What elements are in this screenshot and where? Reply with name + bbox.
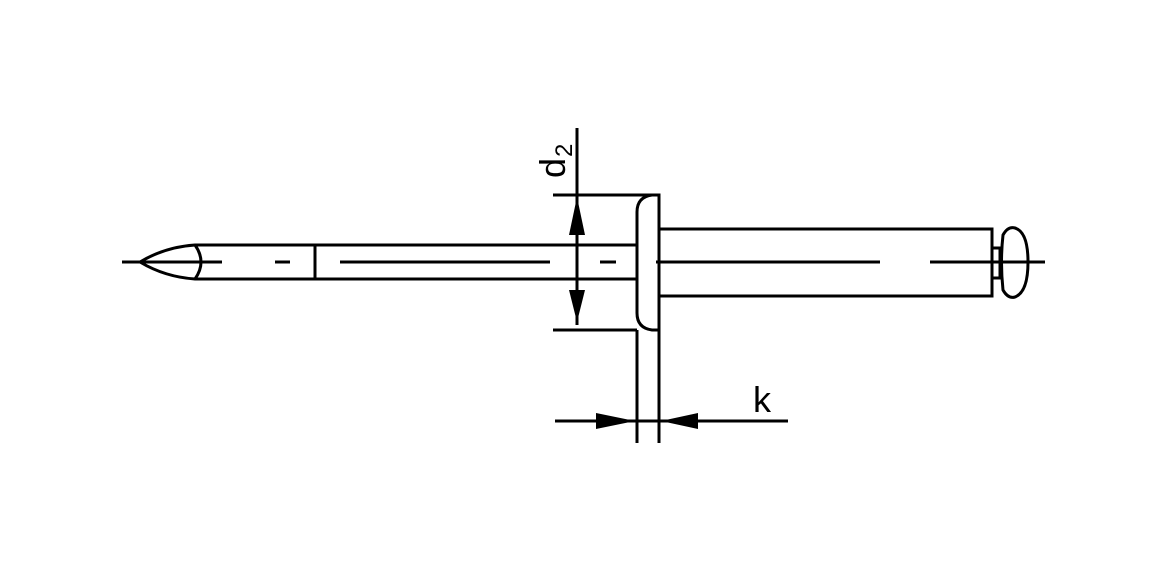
arrow-right-icon [596,413,635,429]
mandrel-tip [137,243,203,281]
arrow-up-icon [569,197,585,235]
rivet-flange [635,193,661,332]
d2-subscript: 2 [551,144,578,157]
mandrel-head [990,226,1030,299]
d2-label: d 2 [532,144,578,178]
d2-symbol: d [532,158,573,178]
arrow-left-icon [661,413,698,429]
k-label: k [753,379,772,420]
mandrel [137,243,637,281]
arrow-down-icon [569,290,585,322]
